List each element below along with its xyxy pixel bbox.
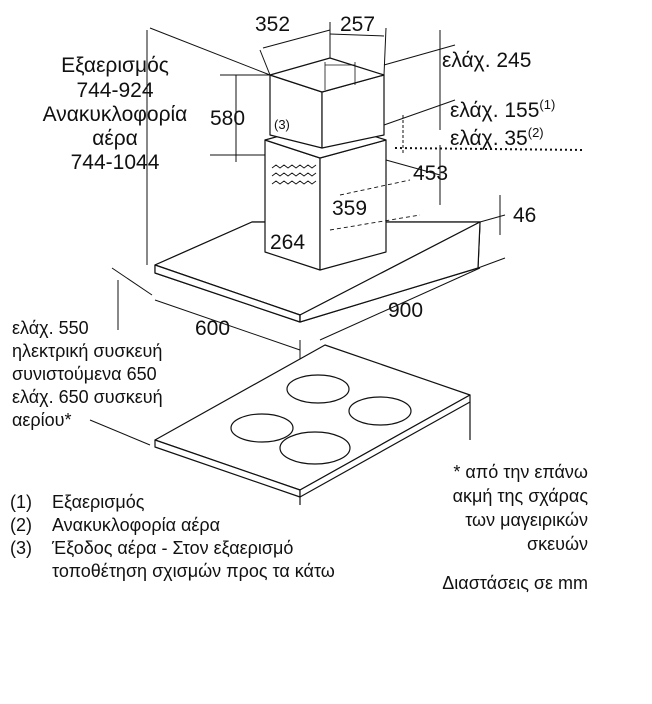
footnote-line3: των μαγειρικών [465,510,588,530]
recirc-title: Ανακυκλοφορία [42,103,188,126]
cooktop [154,344,471,505]
clearance-line5: αερίου* [12,410,72,430]
vent-slots [271,164,317,185]
clearance-line4: ελάχ. 650 συσκευή [12,387,163,407]
dim-46-label: 46 [513,204,537,227]
dim-580-label: 580 [210,107,246,130]
extraction-title: Εξαερισμός [61,54,169,77]
units-note: Διαστάσεις σε mm [442,573,588,593]
chimney-dimension-lines [259,22,387,76]
recirc-title2: αέρα [92,127,138,150]
burner-right [348,396,412,426]
clearance-line1: ελάχ. 550 [12,318,89,338]
dim-600-label: 600 [195,317,231,340]
legend-text-3-cont: τοποθέτηση σχισμών προς τα κάτω [52,561,335,581]
min-35-label: ελάχ. 35(2) [450,125,544,150]
legend-num-1: (1) [10,492,32,512]
clearance-line2: ηλεκτρική συσκευή [12,341,163,361]
dim-453-label: 453 [413,162,449,185]
dim-352-label: 352 [255,13,291,36]
burner-front [279,431,351,465]
clearance-line3: συνιστούμενα 650 [12,364,157,384]
footnote-line4: σκευών [526,534,588,554]
reference-lines [149,27,506,269]
footnote-line1: * από την επάνω [453,462,588,482]
min-155-label: ελάχ. 155(1) [450,97,556,122]
dim-359-label: 359 [332,197,368,220]
min-245-label: ελάχ. 245 [442,49,532,72]
burner-back [286,374,350,404]
upper-chimney [269,57,385,149]
ref-3-label: (3) [274,117,290,132]
dim-900-label: 900 [388,299,424,322]
dim-257-label: 257 [340,13,376,36]
legend-num-2: (2) [10,515,32,535]
left-height-lines [89,30,153,446]
center-dash [339,179,411,196]
extraction-range: 744-924 [76,79,154,102]
burner-left [230,413,294,443]
right-dimension-lines [402,30,501,235]
recirc-range: 744-1044 [70,151,160,174]
legend-text-1: Εξαερισμός [52,492,145,512]
legend-num-3: (3) [10,538,32,558]
legend-text-3: Έξοδος αέρα - Στον εξαερισμό [52,538,294,558]
dim-264-label: 264 [270,231,306,254]
footnote-line2: ακμή της σχάρας [452,486,588,506]
legend-text-2: Ανακυκλοφορία αέρα [52,515,221,535]
dim-580-line [210,74,270,162]
ceiling-dotted-line [394,147,586,151]
